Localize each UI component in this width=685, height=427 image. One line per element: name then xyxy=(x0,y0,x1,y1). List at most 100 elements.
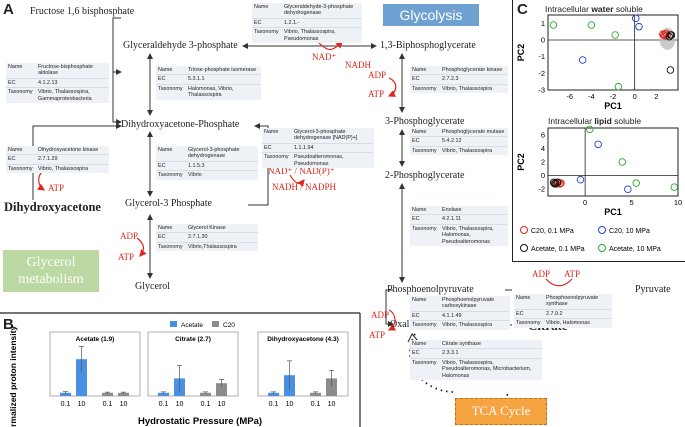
pca-bottom-title: Intracellular lipid soluble xyxy=(548,116,642,126)
pca-point xyxy=(586,125,594,134)
pca-x-tick: 10 xyxy=(674,198,682,207)
pca-point xyxy=(614,82,623,91)
pca-cluster-ellipse xyxy=(659,27,676,50)
pca-ylabel: PC2 xyxy=(516,44,526,62)
bar-tick-label: 10 xyxy=(176,401,184,408)
pca-legend-marker xyxy=(598,244,606,252)
cofactor-adp-5: ADP xyxy=(532,269,551,279)
panel-a-label: A xyxy=(3,1,14,18)
pca-point xyxy=(632,179,640,187)
pca-point xyxy=(587,21,596,29)
pca-y-tick: -3 xyxy=(538,86,545,95)
pca-point xyxy=(553,178,562,187)
bar-panel-title: Acetate (1.9) xyxy=(76,336,115,343)
pca-point xyxy=(666,66,675,74)
pca-xlabel: PC1 xyxy=(604,101,622,111)
pca-y-tick: -1 xyxy=(538,52,545,61)
legend-swatch-c20 xyxy=(212,321,219,327)
metabolite-glyceraldehyde-3p: Glyceraldehyde 3-phosphate xyxy=(123,40,238,51)
pca-legend-label: Acetate, 0.1 MPa xyxy=(531,246,585,253)
pca-top-title: Intracellular water soluble xyxy=(545,4,643,14)
pca-legend-label: C20, 0.1 MPa xyxy=(531,228,574,235)
tca-cycle-label: TCA Cycle xyxy=(455,398,547,425)
pca-x-tick: -4 xyxy=(588,92,595,101)
pca-plot-frame xyxy=(547,14,679,91)
pca-y-tick: -2 xyxy=(538,69,545,78)
legend-swatch-acetate xyxy=(170,321,177,327)
legend-label-c20: C20 xyxy=(223,322,235,329)
bar xyxy=(118,392,129,396)
bar-tick-label: 10 xyxy=(78,401,86,408)
pca-x-tick: 2 xyxy=(654,92,658,101)
metabolite-fructose-bisphosphate: Fructose 1,6 bisphosphate xyxy=(30,6,135,17)
bar-tick-label: 10 xyxy=(120,401,128,408)
pca-ylabel: PC2 xyxy=(516,153,526,171)
bar-tick-label: 0.1 xyxy=(201,401,211,408)
pca-point xyxy=(618,158,627,166)
pca-legend-label: C20, 10 MPa xyxy=(609,228,650,235)
bar-panel-frame xyxy=(257,331,349,397)
bar xyxy=(268,392,279,396)
bar-tick-label: 0.1 xyxy=(159,401,169,408)
metabolite-1-3-bpg: 1,3-Biphosphoglycerate xyxy=(380,40,476,51)
metabolite-2-phosphoglycerate: 2-Phosphoglycerate xyxy=(385,170,465,181)
pca-point xyxy=(667,31,676,39)
panel-b-label: B xyxy=(3,316,14,333)
pca-y-tick: 2 xyxy=(541,158,545,167)
metabolite-3-phosphoglycerate: 3-Phosphoglycerate xyxy=(385,116,465,127)
pca-plot-frame xyxy=(547,127,679,197)
pca-x-tick: 0 xyxy=(633,92,637,101)
pca-point xyxy=(576,175,585,184)
metabolite-pyruvate: Pyruvate xyxy=(635,284,671,295)
panel-b-xlabel: Hydrostatic Pressure (MPa) xyxy=(138,416,262,427)
bar-panel-title: Citrate (2.7) xyxy=(175,336,211,343)
bar xyxy=(158,392,169,396)
metabolite-dihydroxyacetone: Dihydroxyacetone xyxy=(4,200,101,214)
cofactor-adp-4: ADP xyxy=(371,310,390,320)
bar xyxy=(310,392,321,396)
cofactor-nadh: NADH xyxy=(345,60,371,70)
pca-point xyxy=(549,21,558,29)
adp-atp-curve xyxy=(545,278,573,287)
pca-x-tick: 5 xyxy=(629,198,633,207)
bar-panel-frame xyxy=(147,331,239,397)
pca-point xyxy=(663,31,671,39)
pca-x-tick: -6 xyxy=(566,92,573,101)
pca-xlabel: PC1 xyxy=(604,207,622,217)
metabolite-glycerol: Glycerol xyxy=(135,281,170,292)
pca-point xyxy=(665,32,674,41)
pca-point xyxy=(594,140,602,149)
cofactor-atp-1: ATP xyxy=(368,89,385,99)
pca-point xyxy=(631,14,640,23)
metabolite-phosphoenolpyruvate: Phosphoenolpyruvate xyxy=(387,284,474,295)
pca-y-tick: 4 xyxy=(541,144,545,153)
pca-x-tick: 0 xyxy=(583,198,587,207)
pca-point xyxy=(635,22,643,31)
bar xyxy=(60,392,71,396)
cofactor-nadh-nadph: NADH / NADPH xyxy=(272,182,337,192)
bar-panel-frame xyxy=(49,331,141,397)
pca-y-tick: 0 xyxy=(541,36,545,45)
bar-tick-label: 0.1 xyxy=(61,401,71,408)
glycolysis-label: Glycolysis xyxy=(383,4,479,26)
pca-legend-label: Acetate, 10 MPa xyxy=(609,246,661,253)
glycerol-metabolism-label: Glycerol metabolism xyxy=(3,250,99,292)
pca-legend-marker xyxy=(520,244,528,252)
bar-tick-label: 10 xyxy=(328,401,336,408)
panel-c-frame xyxy=(512,0,685,262)
cofactor-atp-5: ATP xyxy=(564,269,581,279)
pca-point xyxy=(659,30,667,38)
pca-legend-marker xyxy=(520,226,528,234)
cofactor-adp-1: ADP xyxy=(368,70,387,80)
cofactor-nad-nadp: NAD⁺ / NAD(P)⁺ xyxy=(268,166,335,176)
panel-c-label: C xyxy=(517,1,528,18)
bar-tick-label: 0.1 xyxy=(311,401,321,408)
legend-label-acetate: Acetate xyxy=(181,322,203,329)
